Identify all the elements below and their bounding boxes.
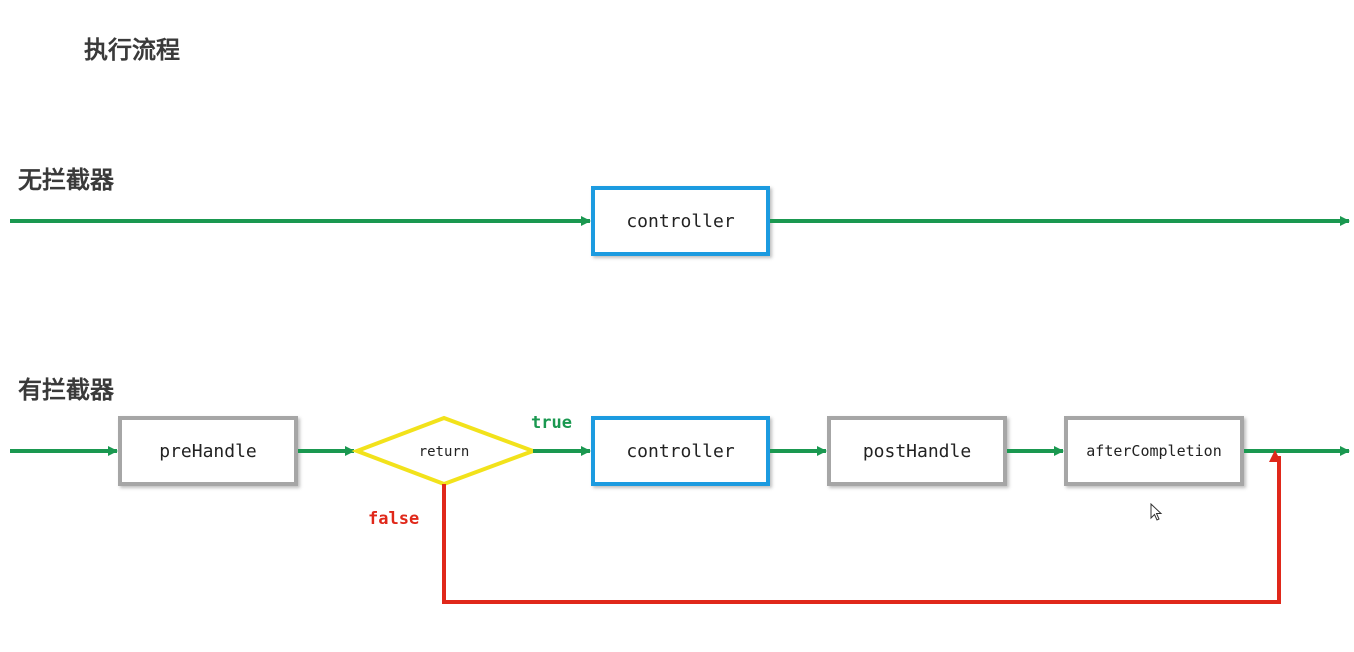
false-label: false [368,509,419,529]
controller-label: controller [626,211,735,232]
posthandle-label: postHandle [863,441,971,462]
false-path-arrow [442,450,1281,604]
aftercompletion-label: afterCompletion [1086,442,1221,460]
no-interceptor-flow: controller [10,186,1350,256]
page-title: 执行流程 [84,36,180,64]
controller-box-intercepted [591,416,770,486]
prehandle-box [118,416,298,486]
posthandle-box [827,416,1007,486]
true-label: true [531,413,572,433]
aftercompletion-box [1064,416,1244,486]
controller-box [591,186,770,256]
prehandle-label: preHandle [159,441,257,462]
section-heading-with-interceptor: 有拦截器 [18,376,114,404]
mouse-cursor-icon [1150,503,1163,521]
with-interceptor-flow: preHandle return true controller postHan… [10,413,1350,604]
controller-label-intercepted: controller [626,441,735,462]
section-heading-no-interceptor: 无拦截器 [18,166,114,194]
return-label: return [419,444,470,460]
